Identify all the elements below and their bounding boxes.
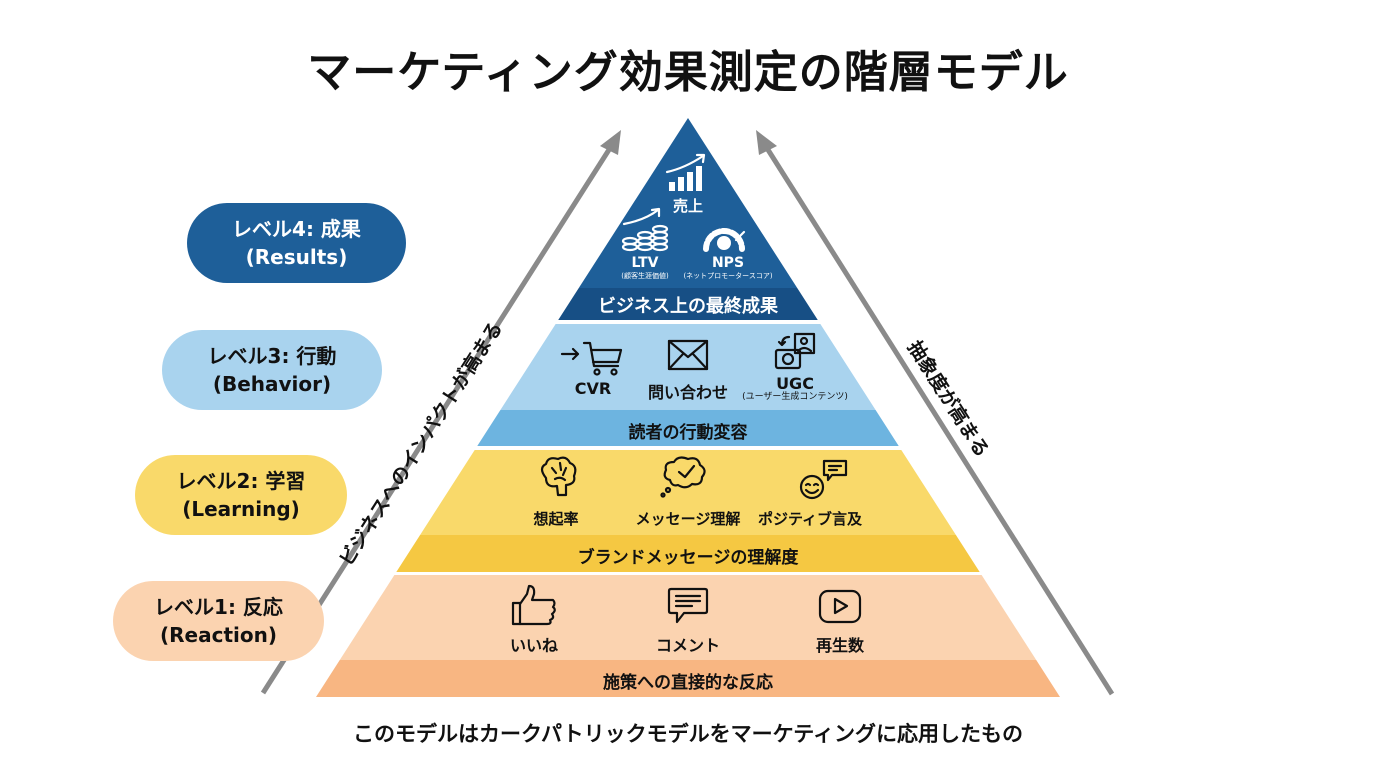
metric-label: メッセージ理解 xyxy=(635,510,741,528)
metric-label-text: NPS xyxy=(711,255,745,271)
thumbs-up-icon xyxy=(511,584,556,626)
level-3-band-label: 読者の行動変容 xyxy=(628,423,748,443)
left-arrowhead-icon xyxy=(600,130,621,155)
level-4-pill-title: レベル4: 成果 xyxy=(232,217,361,241)
metric-label: コメント xyxy=(655,636,721,655)
metric-label: ポジティブ言及 xyxy=(757,510,863,528)
metric-sublabel: (顧客生涯価値) xyxy=(621,272,669,280)
footer-note: このモデルはカークパトリックモデルをマーケティングに応用したもの xyxy=(353,722,1023,746)
level-3-sub-band xyxy=(477,410,899,446)
thought-check-icon xyxy=(660,456,706,498)
camera-user-icon xyxy=(774,332,816,370)
level-2-pill-english: (Learning) xyxy=(182,497,300,521)
metric-label: UGC (ユーザー生成コンテンツ) xyxy=(742,375,848,403)
level-2-pill: レベル2: 学習 (Learning) xyxy=(135,455,347,535)
level-3-pill-english: (Behavior) xyxy=(212,372,332,396)
level-1-sub-band xyxy=(316,660,1060,697)
cart-arrow-icon xyxy=(560,341,623,376)
level-4-pill-english: (Results) xyxy=(245,245,348,269)
page-title: マーケティング効果測定の階層モデル xyxy=(307,47,1069,98)
left-axis-arrow xyxy=(260,143,615,695)
metric-label: CVR xyxy=(574,379,612,398)
level-2-sub-band xyxy=(396,535,980,572)
metric-label: NPS (ネットプロモータースコア) xyxy=(683,255,772,282)
level-2-pill-title: レベル2: 学習 xyxy=(176,469,306,493)
level-2-band-label: ブランドメッセージの理解度 xyxy=(577,548,799,568)
metric-label: LTV (顧客生涯価値) xyxy=(621,255,668,282)
level-4-sub-band xyxy=(558,288,818,320)
envelope-icon xyxy=(667,339,709,371)
level-1-pill: レベル1: 反応 (Reaction) xyxy=(113,581,324,661)
play-icon xyxy=(818,589,862,624)
level-3-pill: レベル3: 行動 (Behavior) xyxy=(162,330,382,410)
coin-stack-up-icon xyxy=(621,207,669,252)
metric-label: 再生数 xyxy=(815,636,865,655)
level-1-pill-english: (Reaction) xyxy=(160,623,277,647)
level-4-pill: レベル4: 成果 (Results) xyxy=(187,203,406,283)
right-axis-arrow xyxy=(762,143,1115,696)
level-1-pill-title: レベル1: 反応 xyxy=(154,595,283,619)
right-arrowhead-icon xyxy=(756,130,777,155)
metric-label: 問い合わせ xyxy=(647,383,729,402)
level-1-band-label: 施策への直接的な反応 xyxy=(603,673,773,693)
smile-gauge-icon xyxy=(703,228,746,252)
metric-sublabel: (ネットプロモータースコア) xyxy=(683,272,773,280)
level-3-pill-title: レベル3: 行動 xyxy=(207,344,337,368)
level-1-band xyxy=(339,575,1037,660)
bar-chart-up-icon xyxy=(665,153,706,191)
smile-speech-icon xyxy=(799,459,848,500)
metric-label: 売上 xyxy=(672,197,704,215)
metric-label: いいね xyxy=(509,636,559,655)
metric-label: 想起率 xyxy=(533,510,579,528)
metric-label-text: UGC xyxy=(776,374,814,393)
metric-sublabel: (ユーザー生成コンテンツ) xyxy=(742,392,848,402)
brain-icon xyxy=(540,456,577,497)
level-4-band-label: ビジネス上の最終成果 xyxy=(598,296,778,317)
metric-label-text: LTV xyxy=(631,255,659,271)
comment-icon xyxy=(667,587,709,624)
